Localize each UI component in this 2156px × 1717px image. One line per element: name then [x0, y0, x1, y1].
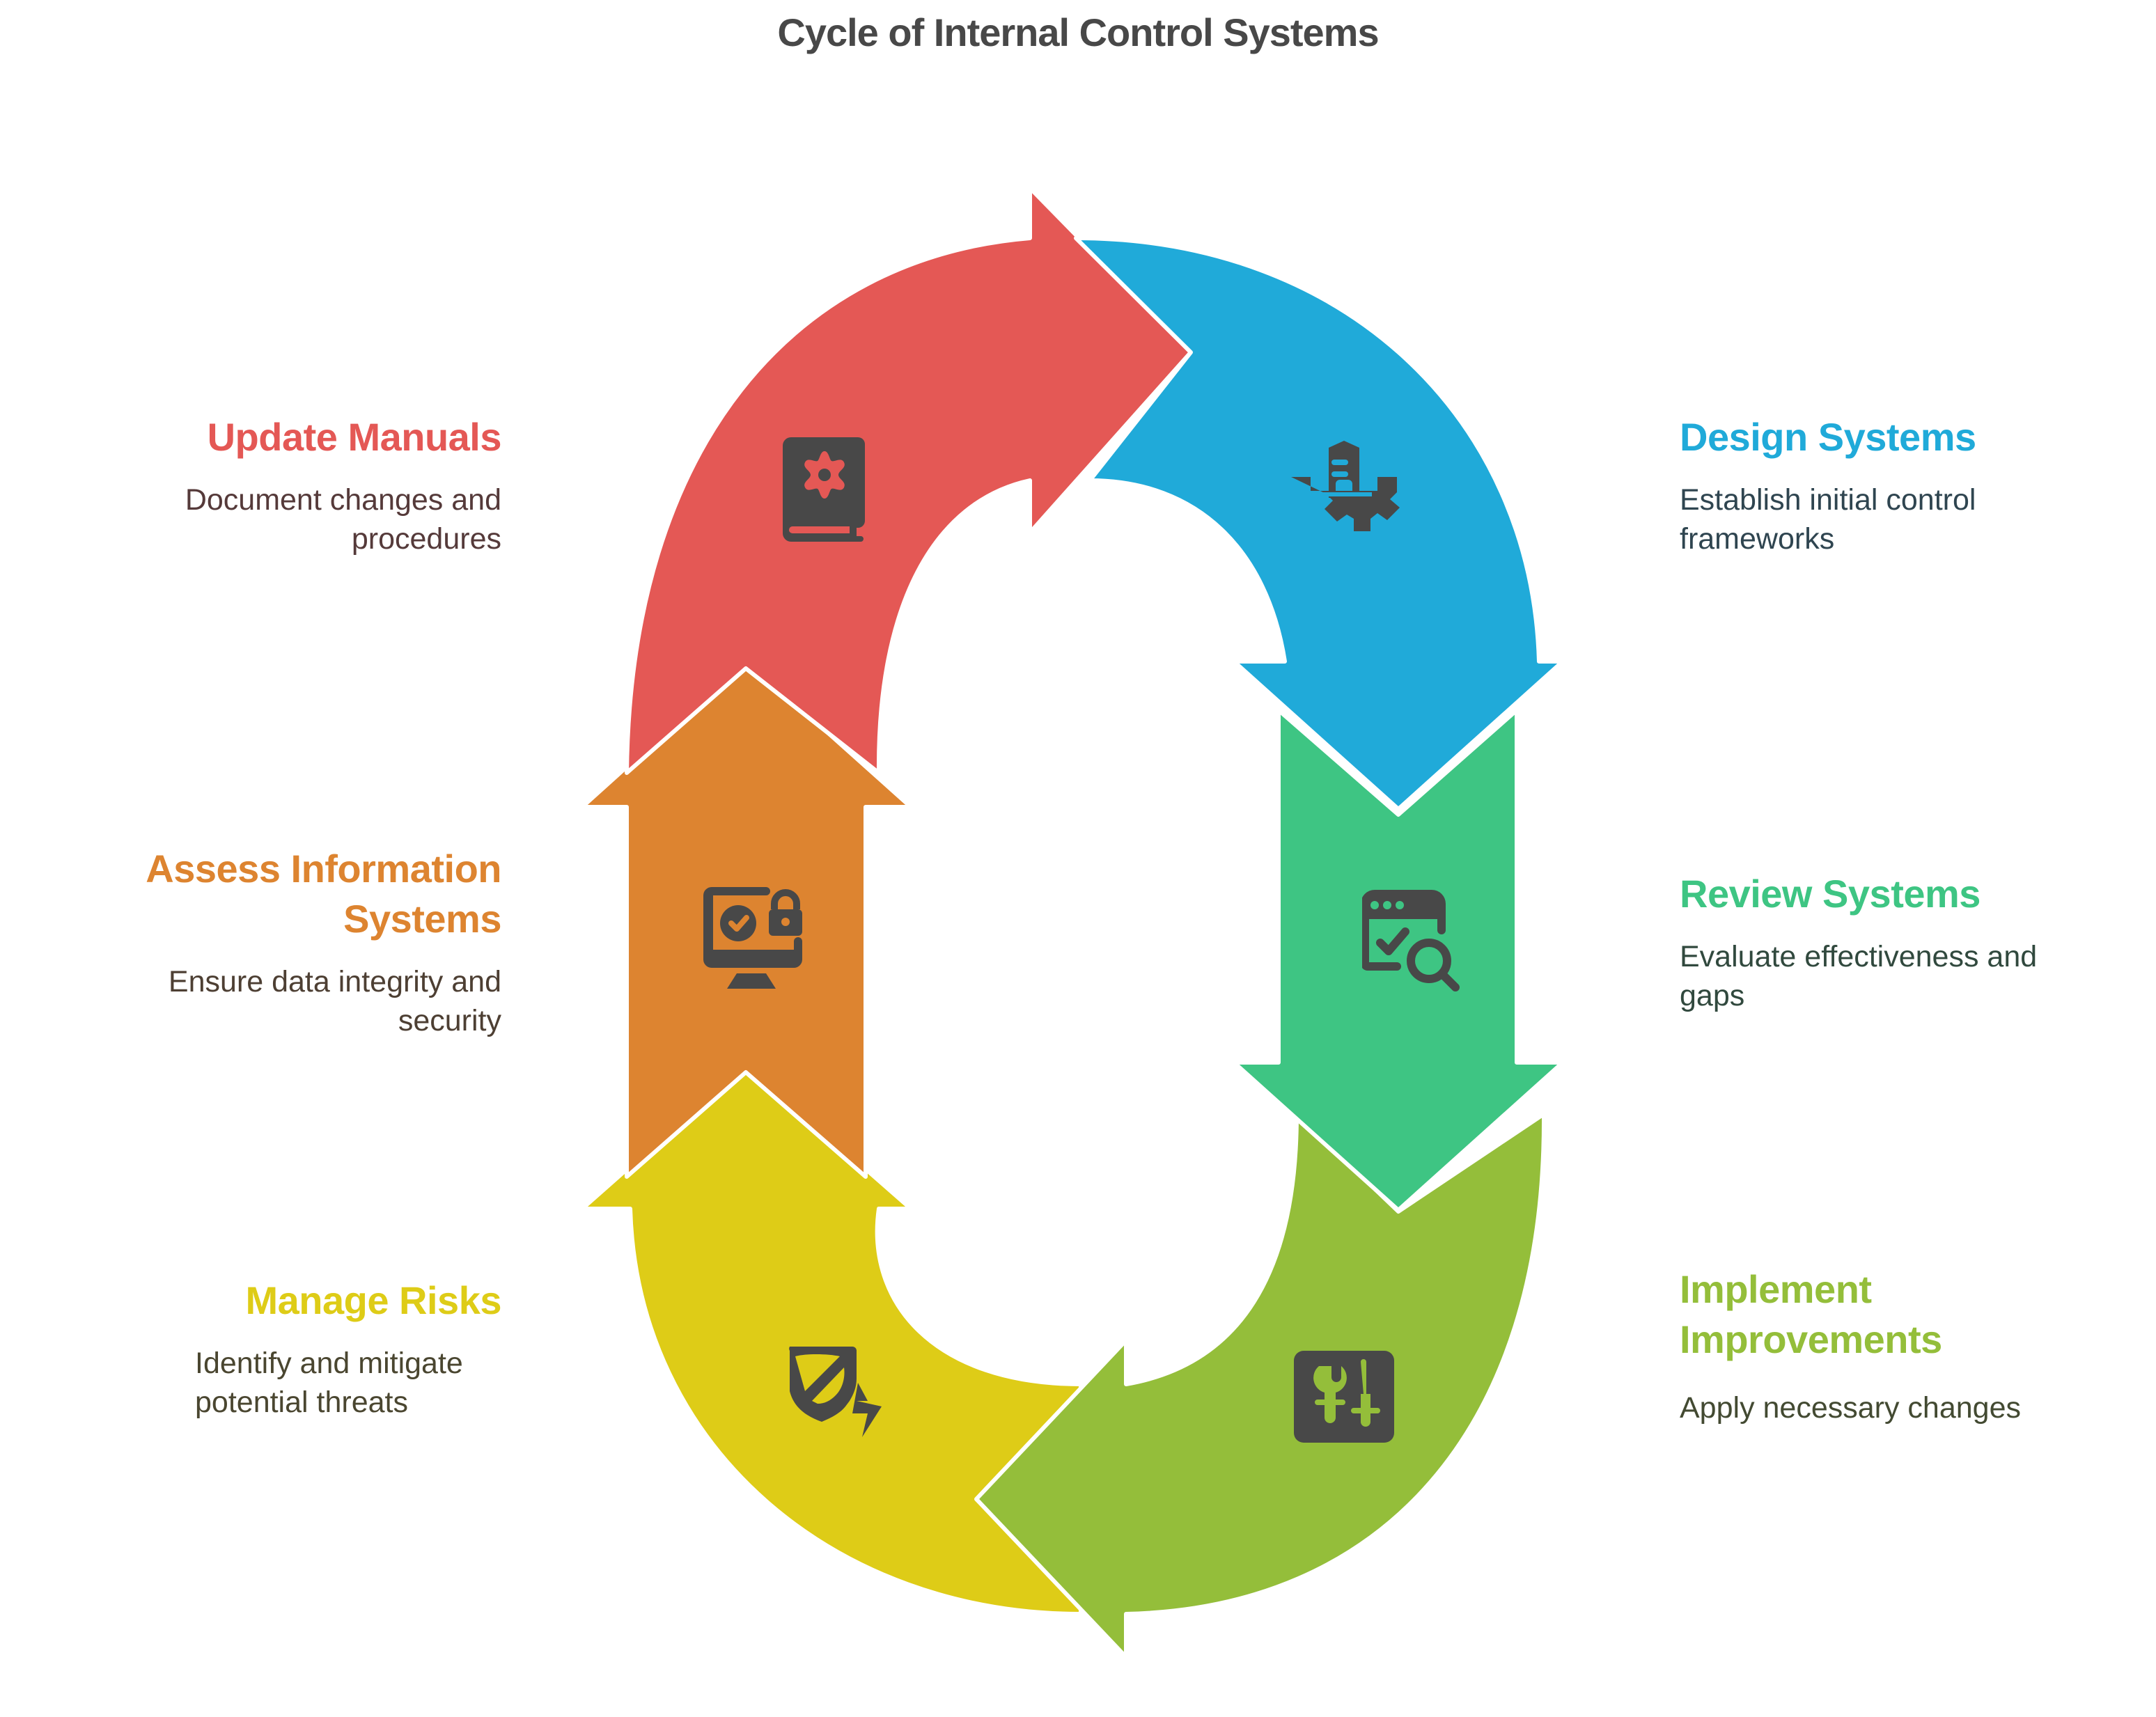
step-title: Manage Risks: [245, 1278, 502, 1322]
step-description: Apply necessary changes: [1680, 1391, 2022, 1425]
browser-check-search-icon: [1362, 890, 1460, 991]
book-gear-icon: [783, 437, 865, 542]
diagram-title: Cycle of Internal Control Systems: [777, 10, 1379, 54]
step-manage-risks: Manage Risks Identify and mitigate poten…: [14, 1276, 502, 1422]
step-title: Implement Improvements: [1680, 1267, 1942, 1361]
building-gear-icon: [1291, 441, 1400, 531]
step-description: Ensure data integrity and security: [168, 965, 501, 1037]
step-title: Review Systems: [1680, 872, 1981, 916]
step-description: Establish initial control frameworks: [1680, 483, 1976, 556]
step-description: Document changes and procedures: [185, 483, 501, 556]
arrow-review-systems: [1232, 708, 1565, 1212]
step-title: Assess Information Systems: [146, 847, 501, 941]
monitor-check-lock-icon: [703, 887, 802, 989]
step-title: Update Manuals: [207, 415, 502, 459]
step-assess-information-systems: Assess Information Systems Ensure data i…: [111, 844, 501, 1040]
shield-slash-lightning-icon: [789, 1347, 882, 1437]
arrow-implement-improvements: [974, 1112, 1547, 1659]
step-update-manuals: Update Manuals Document changes and proc…: [14, 412, 502, 558]
step-title: Design Systems: [1680, 415, 1976, 459]
step-description: Evaluate effectiveness and gaps: [1680, 940, 2038, 1012]
arrow-design-systems: [1074, 236, 1565, 811]
arrow-update-manuals: [625, 186, 1193, 775]
step-review-systems: Review Systems Evaluate effectiveness an…: [1680, 869, 2111, 1015]
tools-wrench-screwdriver-icon: [1294, 1351, 1394, 1443]
step-implement-improvements: Implement Improvements Apply necessary c…: [1680, 1264, 2021, 1427]
arrow-manage-risks: [580, 1062, 1083, 1616]
step-design-systems: Design Systems Establish initial control…: [1680, 412, 2098, 558]
step-description: Identify and mitigate potential threats: [195, 1347, 463, 1419]
